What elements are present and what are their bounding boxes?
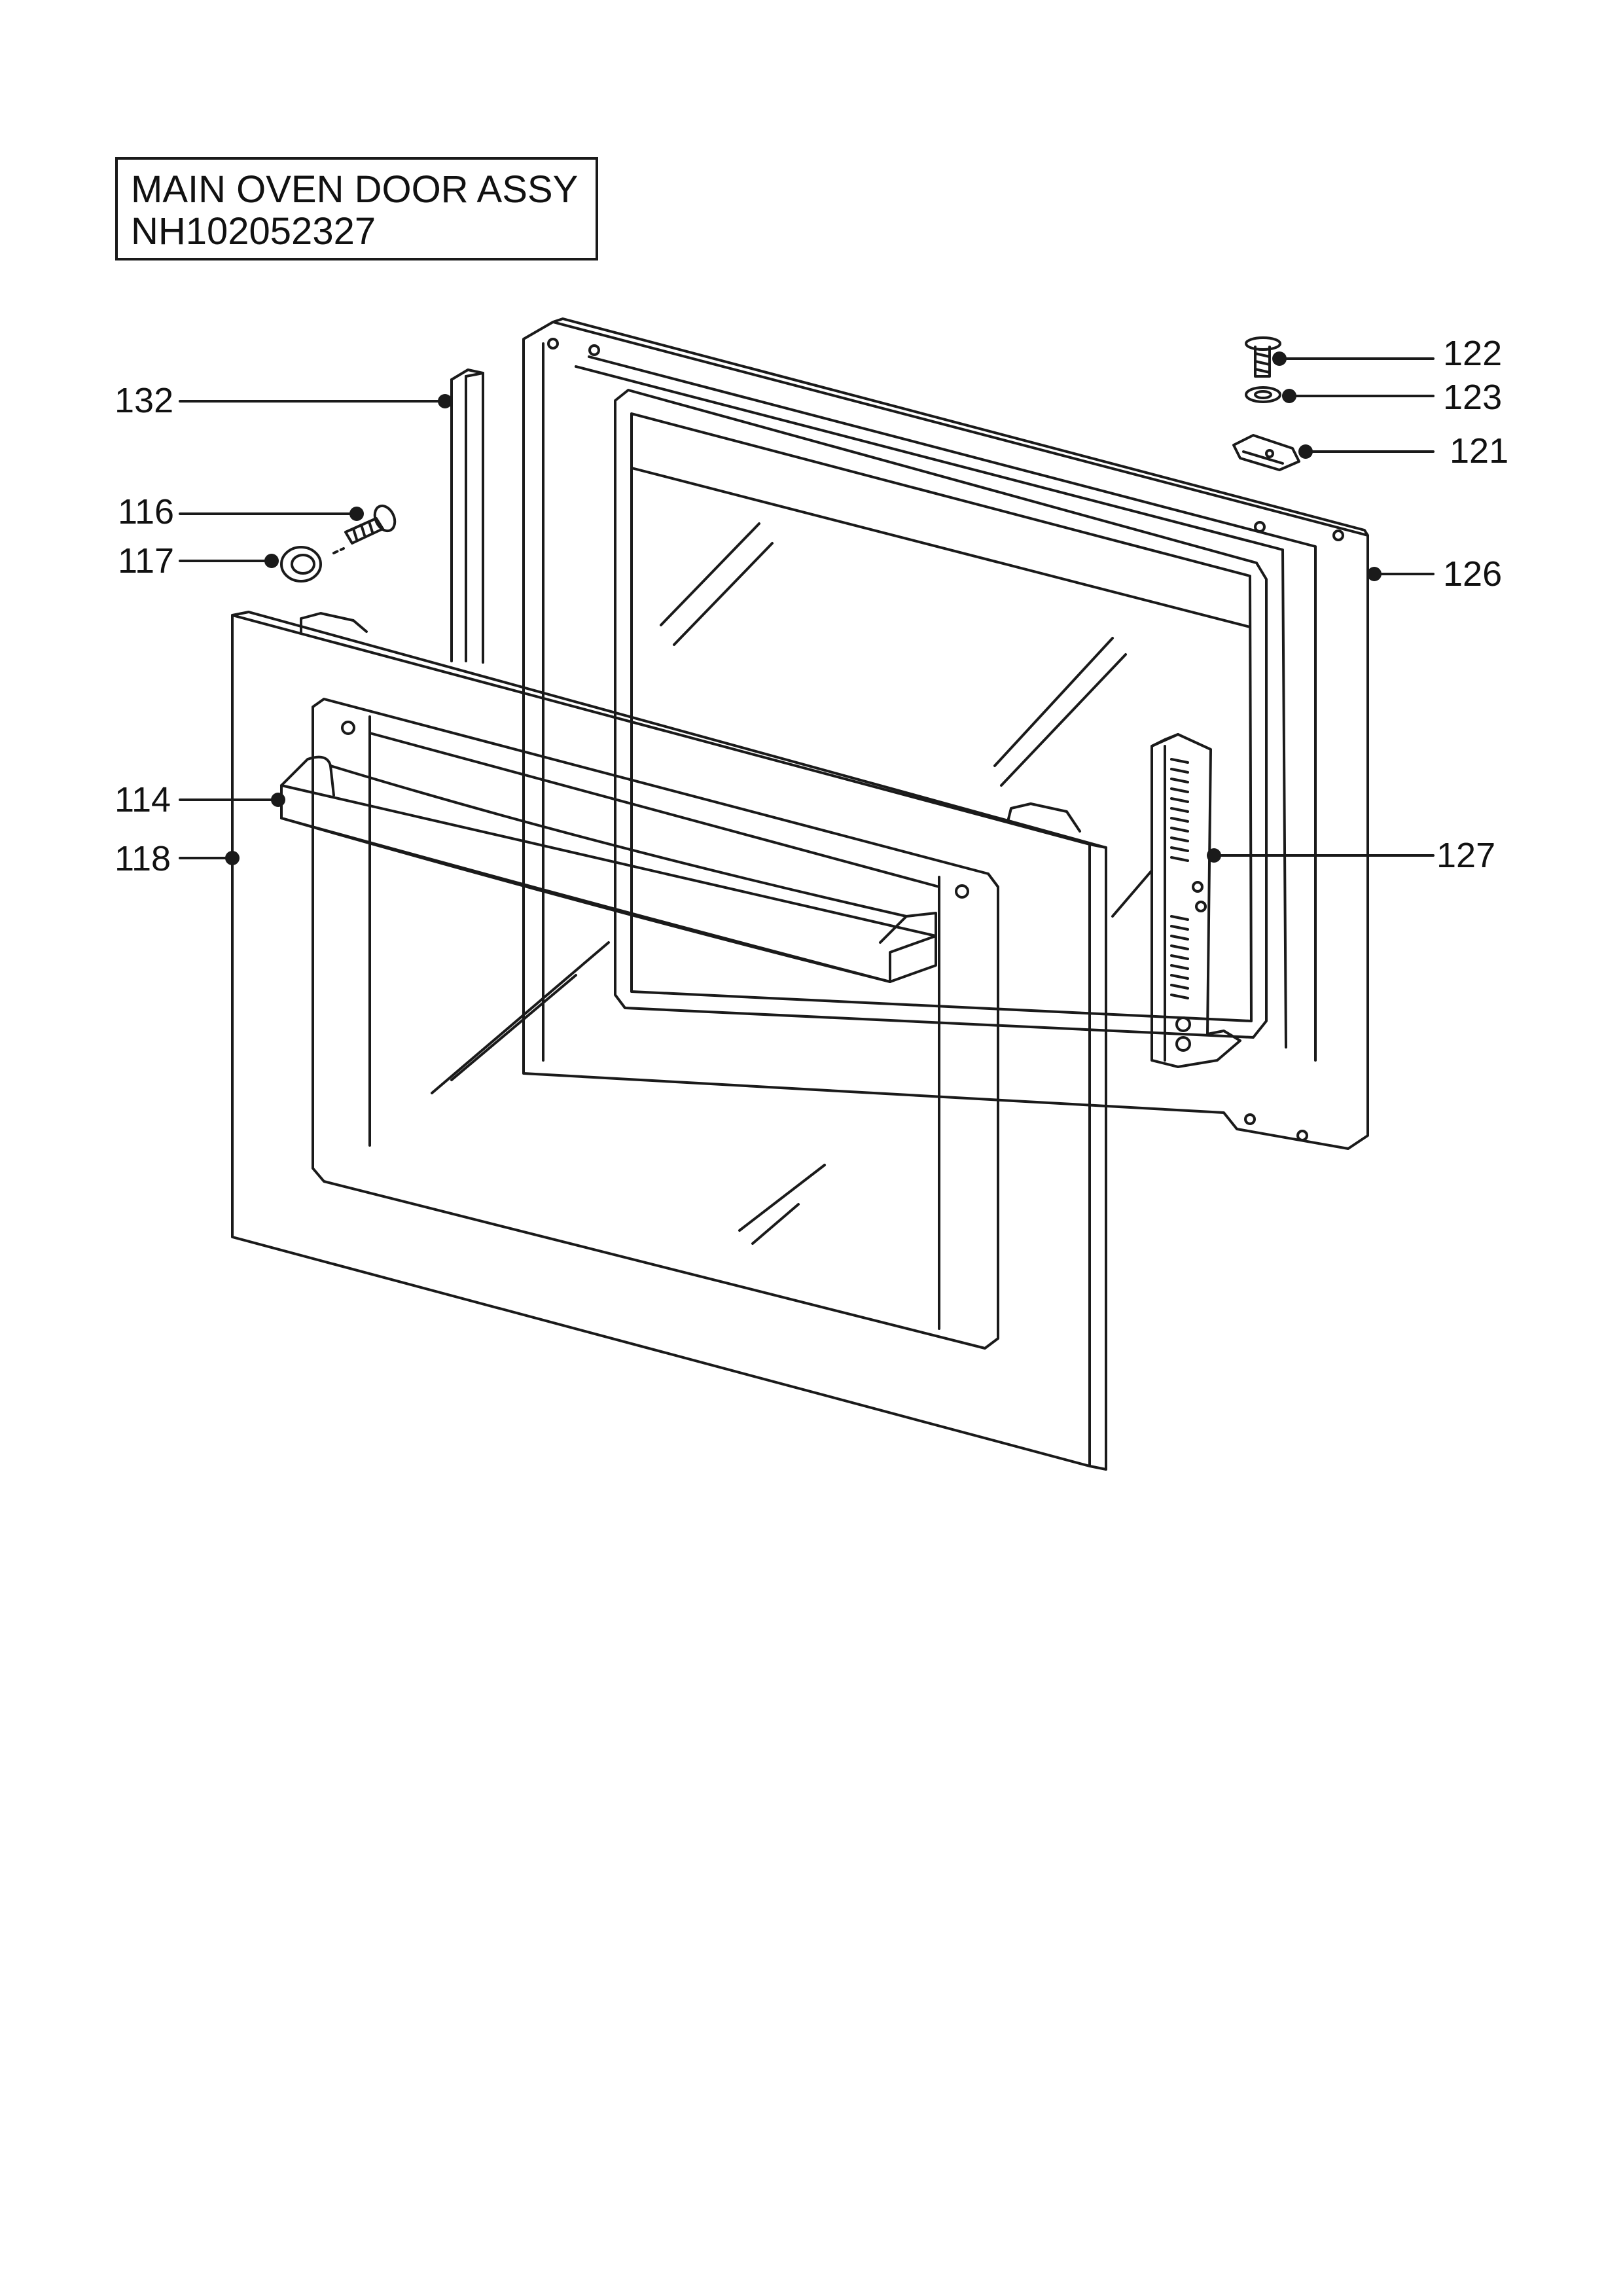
door-seal-strip (450, 368, 484, 664)
leader-dots (225, 351, 1382, 865)
callout-118: 118 (115, 839, 171, 878)
callout-117: 117 (118, 541, 174, 581)
leader-lines (179, 357, 1435, 859)
callout-116: 116 (118, 492, 174, 531)
fixing-clip (1232, 434, 1300, 471)
title-box: MAIN OVEN DOOR ASSY NH102052327 (115, 157, 598, 260)
callout-123: 123 (1443, 378, 1502, 417)
callout-127: 127 (1436, 836, 1495, 875)
outer-door-panel (231, 611, 1107, 1471)
inner-door-frame (522, 317, 1369, 1150)
callout-132: 132 (115, 381, 173, 420)
handle-washer (280, 546, 345, 583)
callout-114: 114 (115, 780, 171, 819)
door-hinge (1150, 733, 1241, 1068)
callout-126: 126 (1443, 554, 1502, 594)
part-number: NH102052327 (131, 210, 376, 253)
callout-122: 122 (1443, 334, 1502, 373)
top-washer (1245, 386, 1281, 403)
handle-screw (344, 504, 397, 545)
callout-121: 121 (1450, 431, 1508, 471)
top-screw (1245, 336, 1281, 378)
assembly-name: MAIN OVEN DOOR ASSY (131, 168, 579, 211)
door-handle (280, 755, 937, 983)
